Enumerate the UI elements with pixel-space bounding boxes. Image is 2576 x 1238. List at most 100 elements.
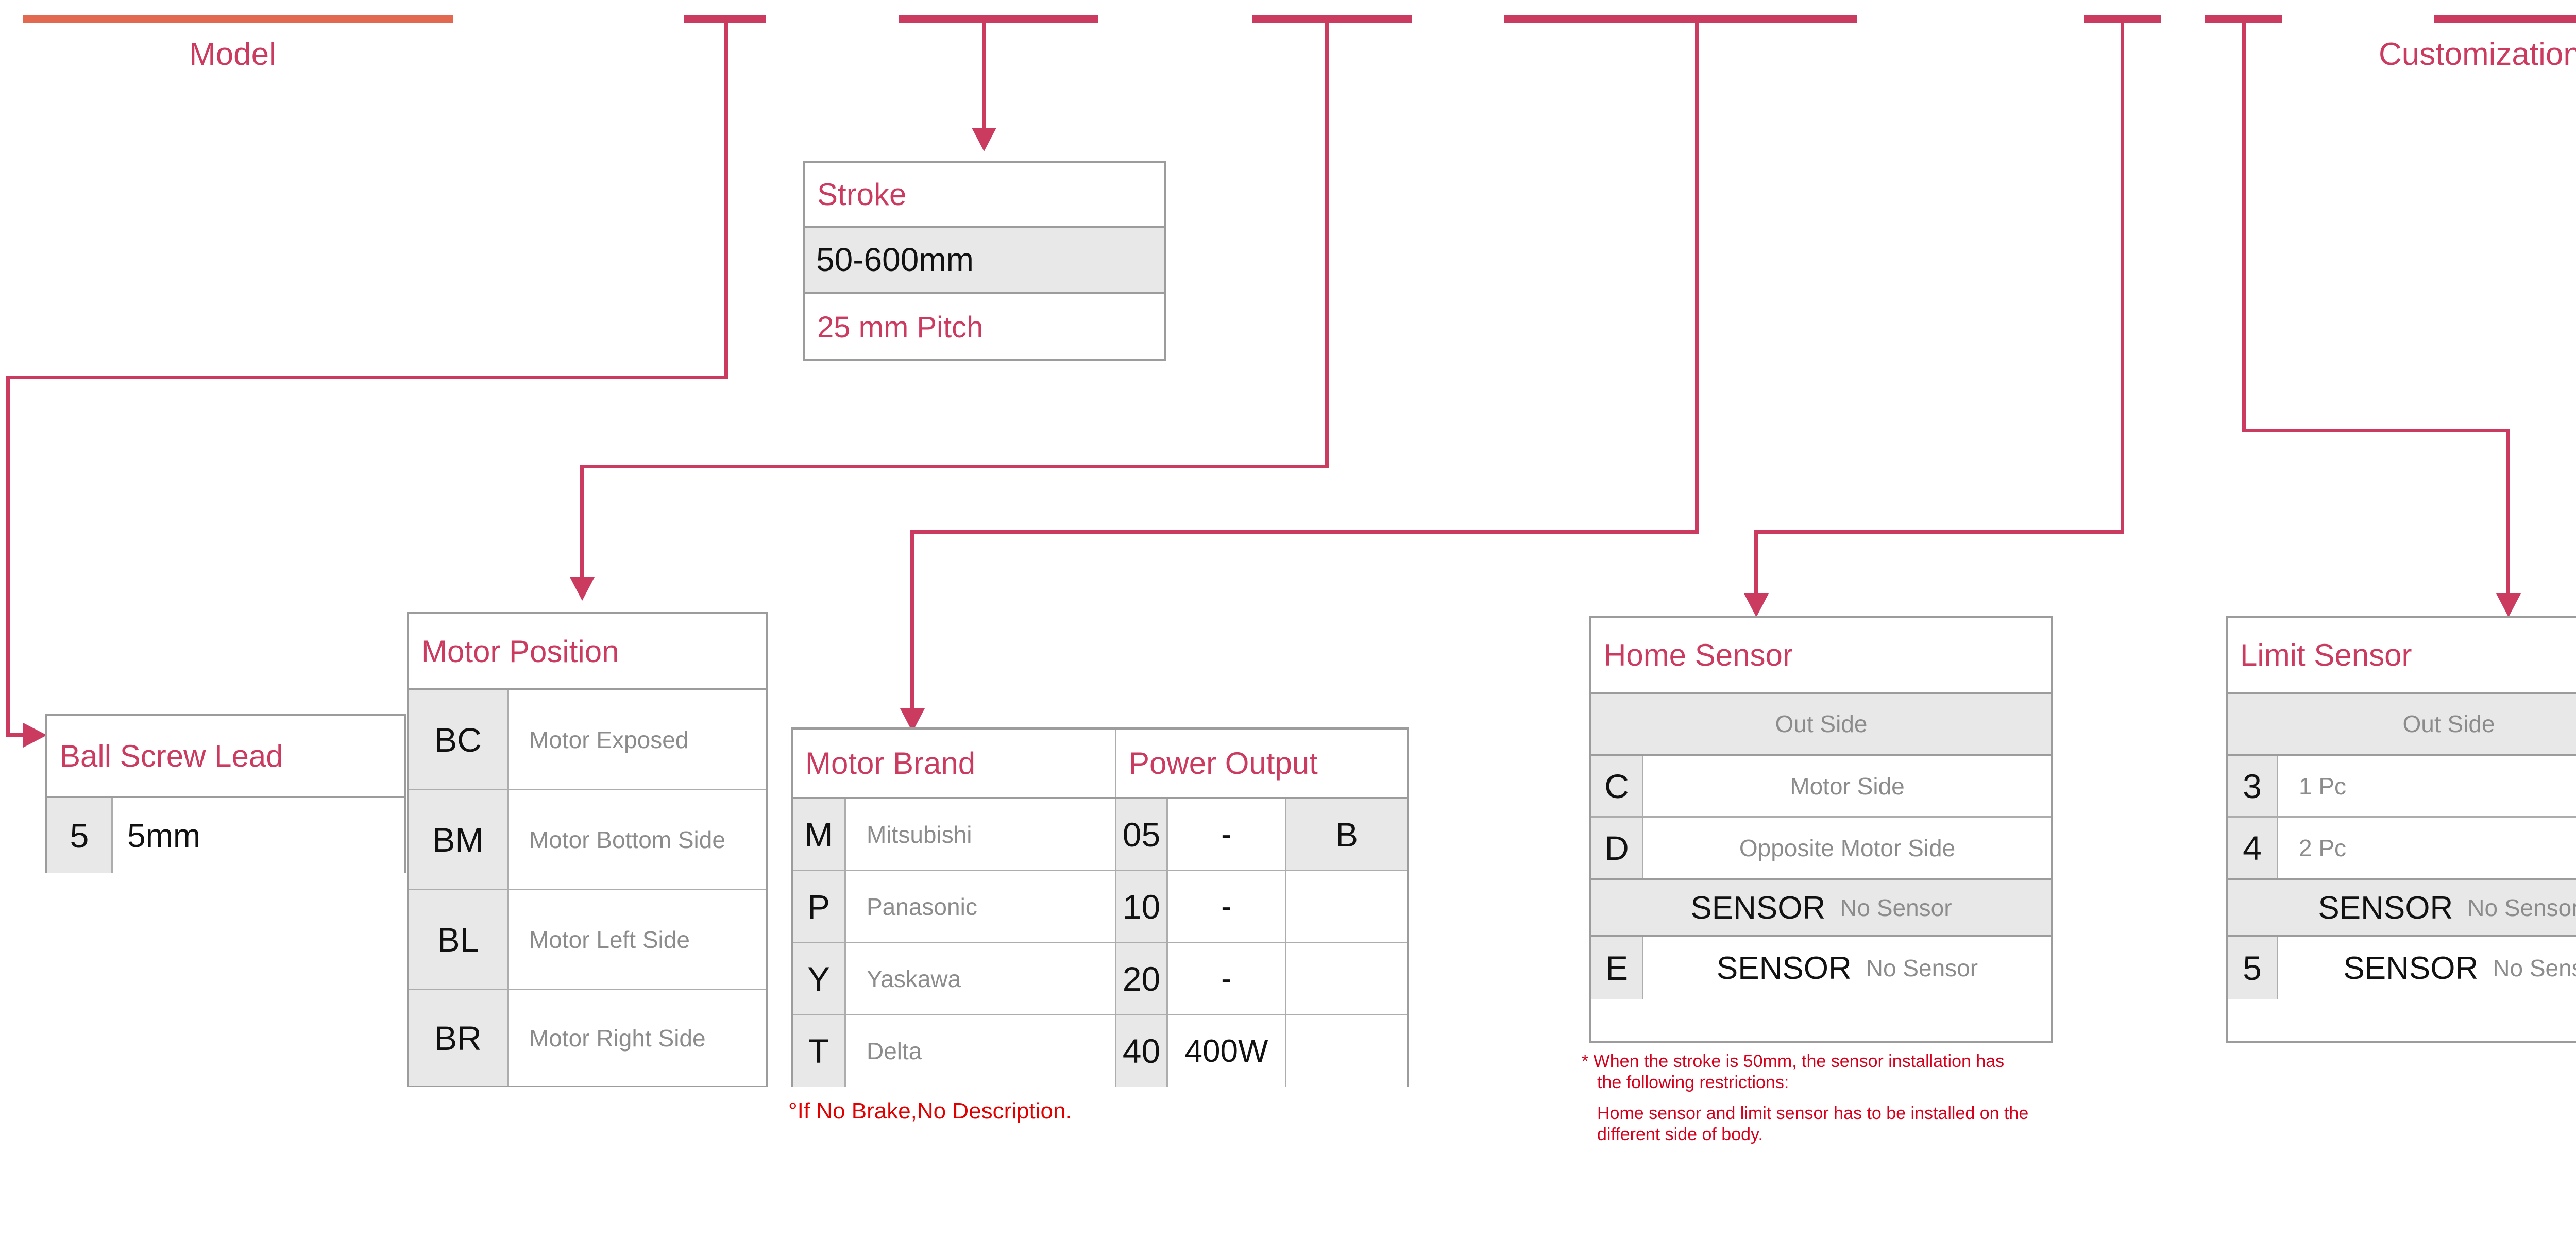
- route-model-vertical: [724, 19, 728, 379]
- stroke-pitch: 25 mm Pitch: [817, 310, 984, 344]
- power-output-code: 10: [1115, 871, 1166, 942]
- arrow-to-motor-position: [570, 577, 595, 601]
- footnote-line-3: Home sensor and limit sensor has to be i…: [1597, 1103, 2029, 1123]
- arrow-to-stroke: [972, 128, 996, 151]
- motor-brand-note: °If No Brake,No Description.: [788, 1098, 1072, 1124]
- table-row: 4 2 Pc: [2228, 818, 2576, 880]
- power-output-value: -: [1166, 943, 1285, 1014]
- brake-code: [1285, 871, 1407, 942]
- route-motorbrand-vertical: [1695, 19, 1699, 534]
- motor-brand-code: M: [793, 799, 844, 870]
- home-sensor-header: Home Sensor: [1604, 637, 1793, 672]
- limit-sensor-last-label: SENSOR: [2343, 950, 2479, 986]
- table-row: BR Motor Right Side: [409, 990, 766, 1086]
- table-row: 5 5mm: [47, 798, 404, 873]
- stroke-header: Stroke: [817, 177, 907, 212]
- table-row: Y Yaskawa 20 -: [793, 943, 1407, 1015]
- power-output-value: 400W: [1166, 1015, 1285, 1087]
- limit-sensor-code: 3: [2228, 756, 2277, 816]
- limit-sensor-desc: 1 Pc: [2277, 756, 2576, 816]
- power-output-code: 40: [1115, 1015, 1166, 1087]
- motor-position-header: Motor Position: [421, 634, 619, 669]
- home-sensor-band-label: SENSOR: [1690, 890, 1826, 926]
- motor-position-code: BR: [409, 990, 507, 1086]
- home-sensor-code: C: [1591, 756, 1642, 816]
- home-sensor-last-label: SENSOR: [1716, 950, 1852, 986]
- connector-segment-stroke: [899, 15, 1098, 23]
- limit-sensor-last-value: No Sensor: [2493, 955, 2576, 981]
- motor-position-desc: Motor Bottom Side: [507, 790, 766, 889]
- route-homesensor-horizontal: [1754, 530, 2124, 534]
- home-sensor-band-value: No Sensor: [1840, 894, 1952, 921]
- table-ball-screw-lead: Ball Screw Lead 5 5mm: [45, 714, 406, 873]
- motor-position-desc: Motor Right Side: [507, 990, 766, 1086]
- table-row: P Panasonic 10 -: [793, 871, 1407, 943]
- home-sensor-last-value: No Sensor: [1866, 955, 1978, 981]
- home-sensor-code: D: [1591, 818, 1642, 878]
- home-sensor-footnote: * When the stroke is 50mm, the sensor in…: [1582, 1051, 2200, 1146]
- home-sensor-band: SENSOR No Sensor: [1591, 880, 2051, 935]
- table-stroke: Stroke 50-600mm 25 mm Pitch: [803, 161, 1166, 361]
- limit-sensor-band: SENSOR No Sensor: [2228, 880, 2576, 935]
- limit-sensor-outside-band: Out Side: [2228, 694, 2576, 754]
- brake-code: [1285, 943, 1407, 1014]
- route-motorposition-vertical: [1325, 19, 1329, 468]
- connector-segment-motorbrand: [1504, 15, 1857, 23]
- motor-position-code: BL: [409, 890, 507, 989]
- table-row: D Opposite Motor Side: [1591, 818, 2051, 880]
- power-output-value: -: [1166, 799, 1285, 870]
- table-motor-position: Motor Position BC Motor Exposed BM Motor…: [407, 612, 768, 1087]
- table-row: BL Motor Left Side: [409, 890, 766, 990]
- footnote-line-2: the following restrictions:: [1597, 1073, 1789, 1093]
- route-motorbrand-drop: [910, 530, 914, 710]
- home-sensor-last-row: SENSOR No Sensor: [1642, 937, 2051, 999]
- home-sensor-desc: Motor Side: [1642, 756, 2051, 816]
- motor-position-code: BM: [409, 790, 507, 889]
- table-row: E SENSOR No Sensor: [1591, 937, 2051, 999]
- power-output-header: Power Output: [1115, 730, 1407, 797]
- motor-brand-header: Motor Brand: [805, 746, 976, 781]
- route-model-horizontal: [6, 376, 728, 379]
- home-sensor-code: E: [1591, 937, 1642, 999]
- label-model: Model: [189, 37, 276, 72]
- brake-code: [1285, 1015, 1407, 1087]
- route-homesensor-vertical: [2121, 19, 2124, 534]
- table-limit-sensor: Limit Sensor Out Side 3 1 Pc 4 2 Pc SENS…: [2226, 616, 2576, 1043]
- ball-screw-lead-header: Ball Screw Lead: [60, 738, 283, 773]
- route-motorposition-horizontal: [580, 465, 1329, 468]
- connector-segment-model: [23, 15, 453, 23]
- limit-sensor-last-row: SENSOR No Sensor: [2277, 937, 2576, 999]
- brake-code: B: [1285, 799, 1407, 870]
- route-limitsensor-vertical: [2242, 19, 2246, 431]
- table-home-sensor: Home Sensor Out Side C Motor Side D Oppo…: [1589, 616, 2053, 1043]
- power-output-value: -: [1166, 871, 1285, 942]
- ball-screw-lead-code: 5: [47, 798, 111, 873]
- home-sensor-outside-band: Out Side: [1591, 694, 2051, 754]
- limit-sensor-code: 5: [2228, 937, 2277, 999]
- limit-sensor-desc: 2 Pc: [2277, 818, 2576, 878]
- table-row: BM Motor Bottom Side: [409, 790, 766, 890]
- motor-brand-name: Panasonic: [844, 871, 1115, 942]
- table-row: 3 1 Pc: [2228, 756, 2576, 818]
- ball-screw-lead-desc: 5mm: [111, 798, 404, 873]
- route-model-drop: [6, 376, 10, 736]
- route-motorposition-drop: [580, 465, 584, 579]
- motor-brand-name: Delta: [844, 1015, 1115, 1087]
- motor-brand-code: T: [793, 1015, 844, 1087]
- limit-sensor-header: Limit Sensor: [2240, 637, 2412, 672]
- power-output-code: 05: [1115, 799, 1166, 870]
- table-row: 5 SENSOR No Sensor: [2228, 937, 2576, 999]
- table-row: T Delta 40 400W: [793, 1015, 1407, 1087]
- limit-sensor-band-value: No Sensor: [2467, 894, 2576, 921]
- route-stroke-vertical: [982, 19, 986, 129]
- connector-segment-customization: [2434, 15, 2576, 23]
- motor-brand-name: Yaskawa: [844, 943, 1115, 1014]
- arrow-to-limit-sensor: [2496, 593, 2521, 617]
- table-motor-brand: Motor Brand Power Output M Mitsubishi 05…: [791, 727, 1409, 1087]
- route-homesensor-drop: [1754, 530, 1758, 596]
- label-customization-order-no: Customization Order No.: [2379, 37, 2576, 72]
- stroke-range: 50-600mm: [805, 228, 1164, 292]
- motor-position-desc: Motor Exposed: [507, 690, 766, 789]
- route-limitsensor-horizontal: [2242, 429, 2510, 432]
